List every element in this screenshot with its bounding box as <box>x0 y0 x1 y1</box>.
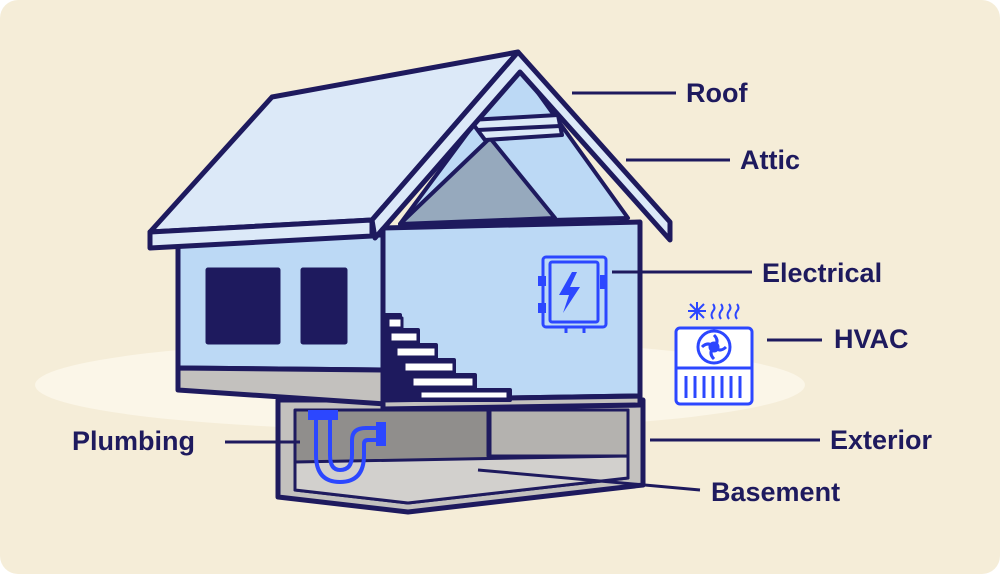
label-exterior: Exterior <box>830 425 933 455</box>
hvac-unit-icon <box>674 326 754 406</box>
label-electrical: Electrical <box>762 258 883 288</box>
electrical-panel-icon <box>538 255 608 333</box>
label-roof: Roof <box>686 78 748 108</box>
label-plumbing: Plumbing <box>72 426 195 456</box>
snowflake-icon <box>688 302 706 320</box>
attic <box>398 63 630 226</box>
label-attic: Attic <box>740 145 800 175</box>
heat-waves-icon <box>710 303 740 320</box>
left-wall <box>175 232 388 407</box>
stairs <box>383 313 512 402</box>
label-basement: Basement <box>711 477 841 507</box>
pipe-trap-icon <box>308 410 386 485</box>
label-hvac: HVAC <box>834 324 909 354</box>
roof <box>147 49 673 251</box>
leader-lines <box>225 91 822 492</box>
